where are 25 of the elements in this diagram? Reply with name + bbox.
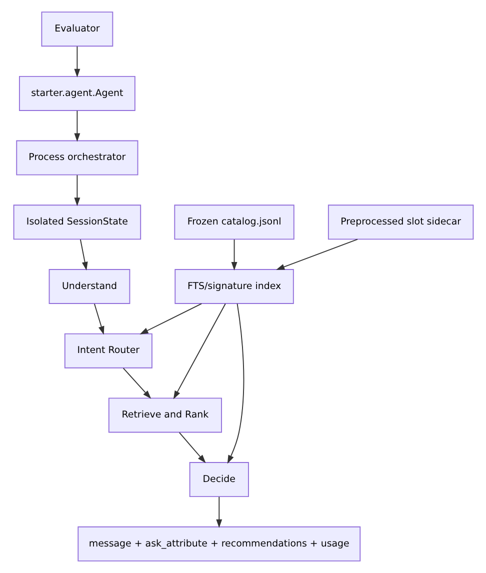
node-box: message + ask_attribute + recommendations + usage: [77, 526, 360, 562]
arrow: [93, 303, 104, 335]
node-box: Frozen catalog.jsonl: [174, 204, 294, 240]
arrow: [74, 174, 80, 206]
arrow: [276, 238, 358, 270]
node-box: Decide: [188, 462, 248, 498]
arrow: [74, 46, 80, 78]
node-box: Understand: [48, 269, 130, 304]
arrow: [139, 303, 202, 334]
arrow: [122, 368, 151, 399]
arrow: [79, 239, 88, 270]
node-box: Retrieve and Rank: [108, 398, 222, 433]
arrow: [226, 303, 244, 464]
node-box: Evaluator: [40, 12, 113, 47]
arrow: [178, 432, 206, 464]
node-box: starter.agent.Agent: [18, 76, 135, 111]
node-box: Process orchestrator: [16, 140, 138, 176]
node-box: Intent Router: [64, 333, 152, 368]
node-box: Preprocessed slot sidecar: [327, 204, 474, 240]
arrow: [216, 496, 222, 528]
node-box: FTS/signature index: [174, 269, 294, 304]
arrow: [230, 239, 237, 270]
arrow: [74, 110, 80, 142]
node-box: Isolated SessionState: [12, 204, 141, 240]
arrow: [172, 303, 226, 400]
